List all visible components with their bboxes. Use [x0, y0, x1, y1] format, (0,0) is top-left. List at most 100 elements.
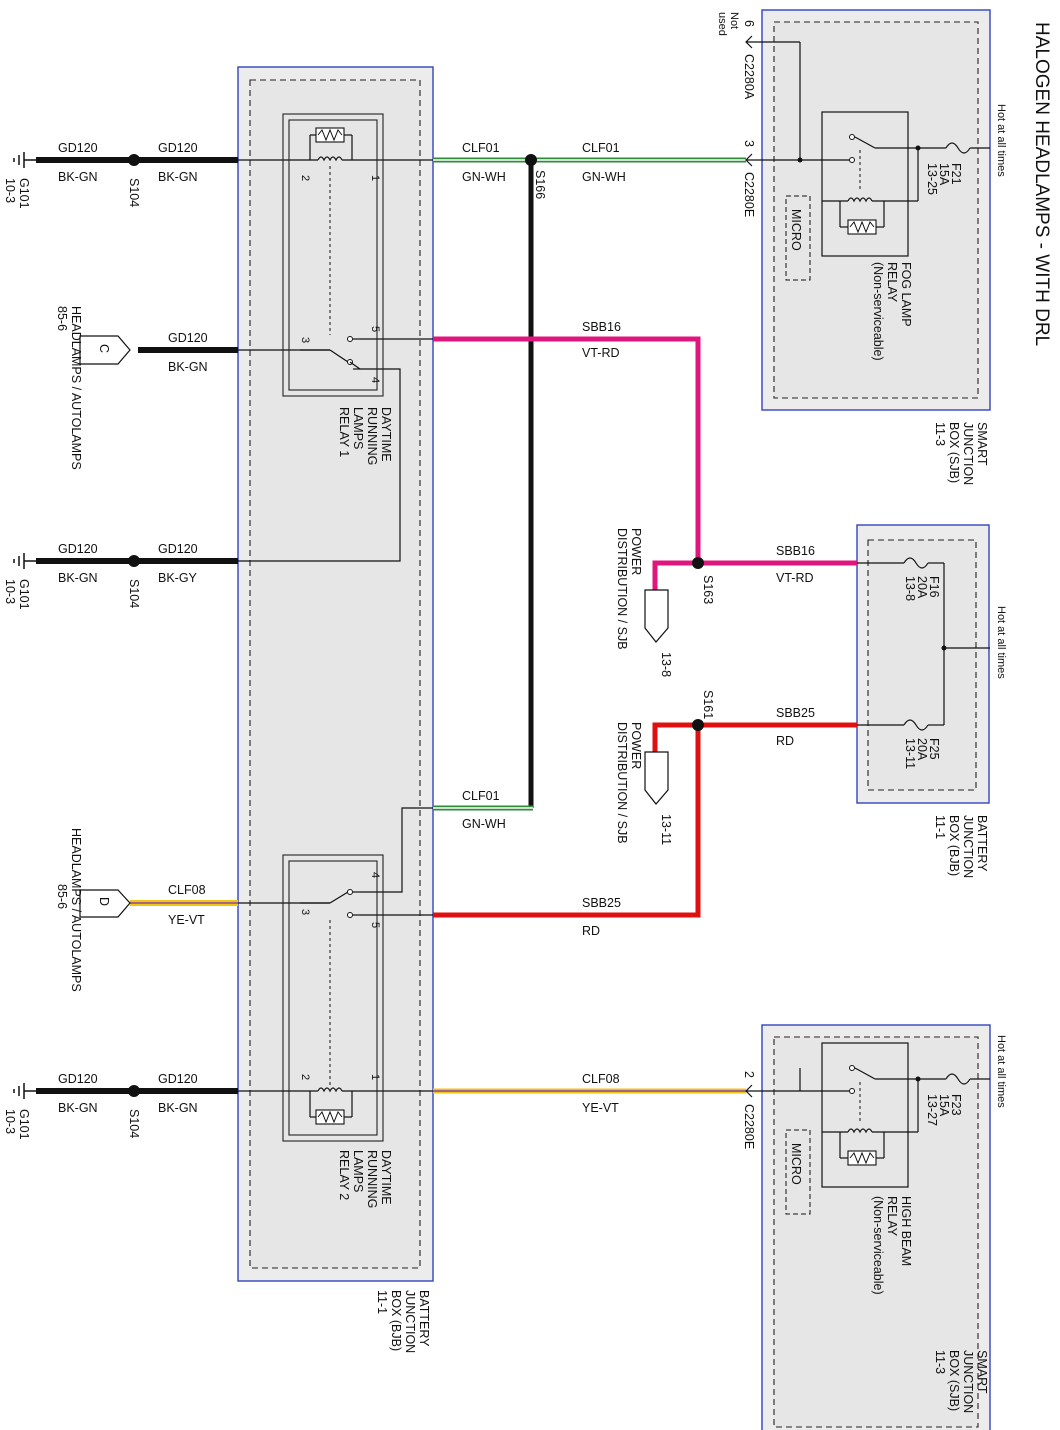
hot-at-all-times: Hot at all times	[995, 606, 1007, 679]
wire-color: GN-WH	[462, 817, 506, 831]
relay1-pin-1: 1	[369, 175, 381, 181]
ground-wire2-label: GD120	[158, 141, 198, 155]
svg-text:JUNCTION: JUNCTION	[961, 1350, 975, 1413]
wire-color: VT-RD	[776, 571, 814, 585]
svg-text:C2280E: C2280E	[742, 1104, 756, 1149]
wire-color: GN-WH	[582, 170, 626, 184]
ground-wire-color: BK-GN	[58, 170, 98, 184]
svg-text:11-3: 11-3	[933, 1350, 947, 1374]
relay2-label: DAYTIME	[379, 1150, 393, 1205]
relay2-label: LAMPS	[351, 1150, 365, 1192]
svg-text:BOX (BJB): BOX (BJB)	[947, 815, 961, 876]
relay1-pin-5: 5	[369, 326, 381, 332]
relay1-pin-2: 2	[299, 175, 311, 181]
relay2-pin-1: 1	[369, 1074, 381, 1080]
svg-text:13-25: 13-25	[925, 163, 939, 195]
wires	[36, 157, 857, 1094]
smart-junction-box-bottom	[761, 1024, 991, 1430]
relay2-pin-5: 5	[369, 922, 381, 928]
page-ref-d[interactable]: D HEADLAMPS / AUTOLAMPS 85-6 CLF08 YE-VT	[55, 828, 206, 992]
bjb-label: BATTERY JUNCTION BOX (BJB) 11-1	[375, 1290, 431, 1353]
hot-at-all-times: Hot at all times	[995, 104, 1007, 177]
relay2-label: RELAY 2	[337, 1150, 351, 1200]
ground-name: G101	[17, 1109, 31, 1140]
svg-text:20A: 20A	[915, 576, 929, 599]
sjb-label-bottom: SMART JUNCTION BOX (SJB) 11-3	[933, 1350, 989, 1413]
page-ref-line1: HEADLAMPS / AUTOLAMPS	[69, 306, 83, 470]
micro-label: MICRO	[789, 209, 803, 251]
svg-text:13-8: 13-8	[903, 576, 917, 601]
svg-text:13-27: 13-27	[925, 1094, 939, 1126]
svg-text:BOX (SJB): BOX (SJB)	[947, 422, 961, 483]
ground-wire2-color: BK-GN	[158, 170, 198, 184]
svg-text:S163: S163	[701, 575, 715, 604]
wire-circuit: CLF01	[462, 141, 500, 155]
svg-text:HIGH BEAM: HIGH BEAM	[899, 1196, 913, 1266]
svg-text:SMART: SMART	[975, 1350, 989, 1394]
wire-circuit: CLF08	[582, 1072, 620, 1086]
ground-g101-2: GD120 BK-GN GD120 BK-GY G101 10-3 S104	[3, 542, 198, 610]
power-dist-ref-13-11[interactable]: POWER DISTRIBUTION / SJB 13-11	[615, 722, 673, 845]
wire-circuit: SBB16	[582, 320, 621, 334]
wire-circuit: SBB16	[776, 544, 815, 558]
svg-text:(Non-serviceable): (Non-serviceable)	[871, 262, 885, 361]
diagram-title: HALOGEN HEADLAMPS - WITH DRL	[1031, 22, 1052, 346]
svg-text:DISTRIBUTION / SJB: DISTRIBUTION / SJB	[615, 528, 629, 650]
page-ref-c[interactable]: C HEADLAMPS / AUTOLAMPS 85-6 GD120 BK-GN	[55, 306, 208, 470]
power-dist-ref-13-8[interactable]: POWER DISTRIBUTION / SJB 13-8	[615, 528, 673, 677]
svg-text:3: 3	[742, 140, 756, 147]
page-ref-letter: C	[97, 344, 111, 353]
ground-ref: 10-3	[3, 178, 17, 203]
sjb-label-top: SMART JUNCTION BOX (SJB) 11-3	[933, 422, 989, 485]
svg-text:11-1: 11-1	[933, 815, 947, 839]
svg-text:13-11: 13-11	[903, 738, 917, 769]
svg-text:13-8: 13-8	[659, 652, 673, 677]
splice-s166: S166	[525, 154, 547, 199]
ground-wire2-label: GD120	[158, 542, 198, 556]
ground-g101-3: GD120 BK-GN GD120 BK-GN G101 10-3 S104	[3, 1072, 198, 1140]
svg-text:6: 6	[742, 20, 756, 27]
svg-text:BOX (BJB): BOX (BJB)	[389, 1290, 403, 1351]
svg-text:S161: S161	[701, 690, 715, 719]
svg-text:JUNCTION: JUNCTION	[961, 422, 975, 485]
splice-s104-2	[128, 555, 140, 567]
svg-text:DISTRIBUTION / SJB: DISTRIBUTION / SJB	[615, 722, 629, 844]
ground-wire2-label: GD120	[158, 1072, 198, 1086]
splice-s161: S161	[692, 690, 715, 731]
wire-color: RD	[776, 734, 794, 748]
svg-text:C2280E: C2280E	[742, 172, 756, 217]
svg-text:2: 2	[742, 1071, 756, 1078]
splice-s163: S163	[692, 557, 715, 604]
connector-c2280a-pin6: 6 C2280A Not used	[716, 12, 800, 100]
page-ref-line2: 85-6	[55, 306, 69, 331]
relay1-pin-4: 4	[369, 377, 381, 383]
svg-text:BATTERY: BATTERY	[975, 815, 989, 872]
page-ref-color: BK-GN	[168, 360, 208, 374]
svg-text:POWER: POWER	[629, 528, 643, 575]
ground-wire-label: GD120	[58, 542, 98, 556]
svg-text:F16: F16	[927, 576, 941, 598]
ground-wire2-color: BK-GN	[158, 1101, 198, 1115]
bjb-fuses: F16 20A 13-8 F25 20A 13-11 Hot at all ti…	[857, 557, 1007, 769]
splice-s104-3	[128, 1085, 140, 1097]
svg-text:15A: 15A	[937, 1094, 951, 1117]
relay1-label: RUNNING	[365, 407, 379, 465]
micro-label: MICRO	[789, 1143, 803, 1185]
hot-at-all-times: Hot at all times	[995, 1035, 1007, 1108]
drl-relay-1: 1 2 3 4 5 DAYTIME RUNNING LAMPS RELAY 1	[282, 113, 393, 465]
svg-text:F21: F21	[949, 163, 963, 185]
page-ref-wire: GD120	[168, 331, 208, 345]
ground-ref: 10-3	[3, 579, 17, 604]
wire-labels: CLF01 GN-WH CLF01 GN-WH SBB16 VT-RD SBB1…	[462, 141, 815, 1115]
wire-color: RD	[582, 924, 600, 938]
connector-c2280e-pin2: 2 C2280E	[742, 1071, 756, 1149]
ground-wire-label: GD120	[58, 1072, 98, 1086]
bjb-label-right: BATTERY JUNCTION BOX (BJB) 11-1	[933, 815, 989, 878]
svg-text:BOX (SJB): BOX (SJB)	[947, 1350, 961, 1411]
relay1-label: LAMPS	[351, 407, 365, 449]
page-ref-line1: HEADLAMPS / AUTOLAMPS	[69, 828, 83, 992]
wire-color: YE-VT	[582, 1101, 619, 1115]
ground-wire-color: BK-GN	[58, 1101, 98, 1115]
svg-text:15A: 15A	[937, 163, 951, 186]
